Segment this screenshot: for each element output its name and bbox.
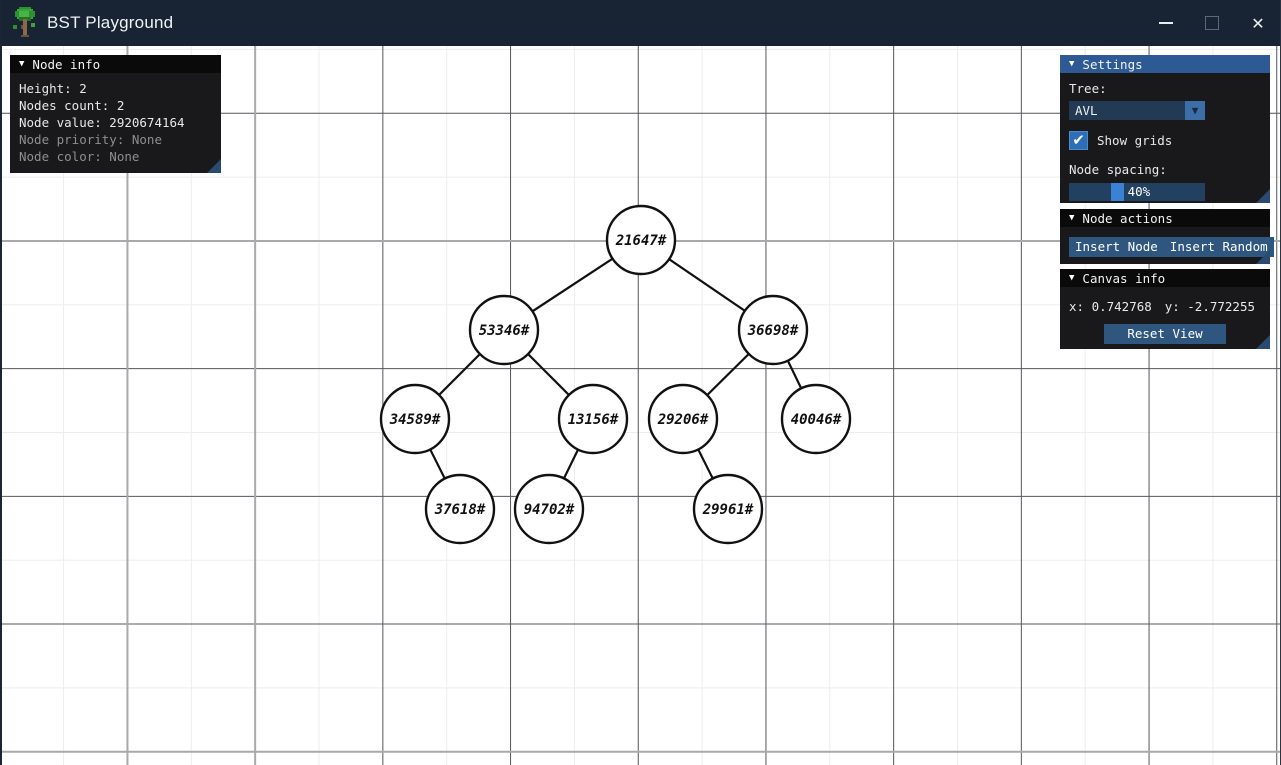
maximize-icon: [1205, 16, 1219, 30]
node-actions-header[interactable]: ▼ Node actions: [1060, 209, 1270, 227]
close-button[interactable]: ✕: [1235, 0, 1281, 46]
tree-node[interactable]: [557, 383, 629, 455]
settings-panel: ▼ Settings Tree: AVL ▼ ✔ Show grids Node…: [1060, 55, 1270, 203]
collapse-triangle-icon: ▼: [1069, 58, 1075, 69]
slider-value: 40%: [1127, 184, 1151, 199]
tree-canvas[interactable]: 21647# 53346# 36698# 34589# 13156# 29206# 4004…: [0, 46, 1281, 765]
tree-node[interactable]: [379, 383, 451, 455]
resize-grip[interactable]: [1256, 335, 1270, 349]
window-title: BST Playground: [47, 13, 174, 32]
node-spacing-label: Node spacing:: [1069, 162, 1167, 177]
tree-node-label: 94702#: [524, 502, 575, 518]
chevron-down-icon: ▼: [1191, 104, 1199, 117]
tree-node-label: 36698#: [747, 323, 799, 339]
tree-node-label: 34589#: [389, 412, 441, 428]
minimize-button[interactable]: [1143, 0, 1189, 46]
tree-node-label: 53346#: [479, 323, 530, 339]
window-border-left: [0, 0, 2, 765]
tree-node-label: 29206#: [657, 412, 709, 428]
title-bar: BST Playground ✕: [0, 0, 1281, 46]
minimize-icon: [1159, 22, 1173, 24]
collapse-triangle-icon: ▼: [19, 58, 25, 69]
node-info-rows: Height: 2 Nodes count: 2 Node value: 292…: [10, 73, 221, 165]
node-info-priority: Node priority: None: [19, 132, 162, 147]
settings-title: Settings: [1082, 56, 1143, 72]
show-grids-label: Show grids: [1097, 133, 1173, 148]
collapse-triangle-icon: ▼: [1069, 212, 1075, 223]
node-info-value: Node value: 2920674164: [19, 115, 185, 130]
tree-node[interactable]: [647, 383, 719, 455]
settings-header[interactable]: ▼ Settings: [1060, 55, 1270, 73]
node-actions-buttons: Insert Node Insert Random: [1069, 237, 1274, 257]
tree-type-label: Tree:: [1069, 81, 1107, 96]
collapse-triangle-icon: ▼: [1069, 272, 1075, 283]
maximize-button[interactable]: [1189, 0, 1235, 46]
node-actions-panel: ▼ Node actions Insert Node Insert Random: [1060, 209, 1274, 264]
tree-node[interactable]: [780, 383, 852, 455]
canvas-info-title: Canvas info: [1082, 270, 1166, 286]
resize-grip[interactable]: [1256, 189, 1270, 203]
window-controls: ✕: [1143, 0, 1281, 46]
tree-node[interactable]: [424, 473, 496, 545]
slider-handle[interactable]: [1110, 183, 1124, 201]
node-info-header[interactable]: ▼ Node info: [10, 55, 221, 73]
insert-random-button[interactable]: Insert Random: [1163, 237, 1274, 257]
canvas-coordinates: x: 0.742768 y: -2.772255: [1069, 298, 1255, 315]
resize-grip[interactable]: [1256, 250, 1270, 264]
tree-node-label: 13156#: [568, 412, 619, 428]
show-grids-row: ✔ Show grids: [1069, 131, 1270, 150]
canvas-x-value: x: 0.742768: [1069, 299, 1152, 314]
tree-node[interactable]: [737, 294, 809, 366]
node-actions-title: Node actions: [1082, 210, 1173, 226]
insert-node-button[interactable]: Insert Node: [1069, 237, 1164, 257]
node-info-height: Height: 2: [19, 81, 87, 96]
tree-node-label: 29961#: [702, 502, 754, 518]
tree-node-label: 40046#: [791, 412, 842, 428]
canvas-y-value: y: -2.772255: [1164, 299, 1255, 314]
resize-grip[interactable]: [207, 159, 221, 173]
reset-view-button[interactable]: Reset View: [1104, 324, 1226, 344]
node-info-color: Node color: None: [19, 149, 140, 164]
check-icon: ✔: [1072, 131, 1085, 149]
show-grids-checkbox[interactable]: ✔: [1069, 131, 1088, 150]
tree-node[interactable]: [605, 204, 677, 276]
canvas-info-header[interactable]: ▼ Canvas info: [1060, 269, 1270, 287]
tree-type-select[interactable]: AVL ▼: [1069, 101, 1205, 120]
node-info-panel: ▼ Node info Height: 2 Nodes count: 2 Nod…: [10, 55, 221, 173]
tree-node[interactable]: [468, 294, 540, 366]
tree-node[interactable]: [692, 473, 764, 545]
tree-type-value: AVL: [1075, 103, 1098, 118]
tree-app-icon: [13, 7, 37, 39]
node-info-count: Nodes count: 2: [19, 98, 125, 113]
node-spacing-slider[interactable]: 40%: [1069, 183, 1205, 201]
tree-node-label: 21647#: [615, 233, 667, 249]
node-info-title: Node info: [32, 56, 101, 72]
tree-node[interactable]: [513, 473, 585, 545]
tree-node-label: 37618#: [434, 502, 486, 518]
dropdown-button[interactable]: ▼: [1185, 101, 1205, 120]
close-icon: ✕: [1251, 13, 1265, 33]
canvas-info-panel: ▼ Canvas info x: 0.742768 y: -2.772255 R…: [1060, 269, 1270, 349]
